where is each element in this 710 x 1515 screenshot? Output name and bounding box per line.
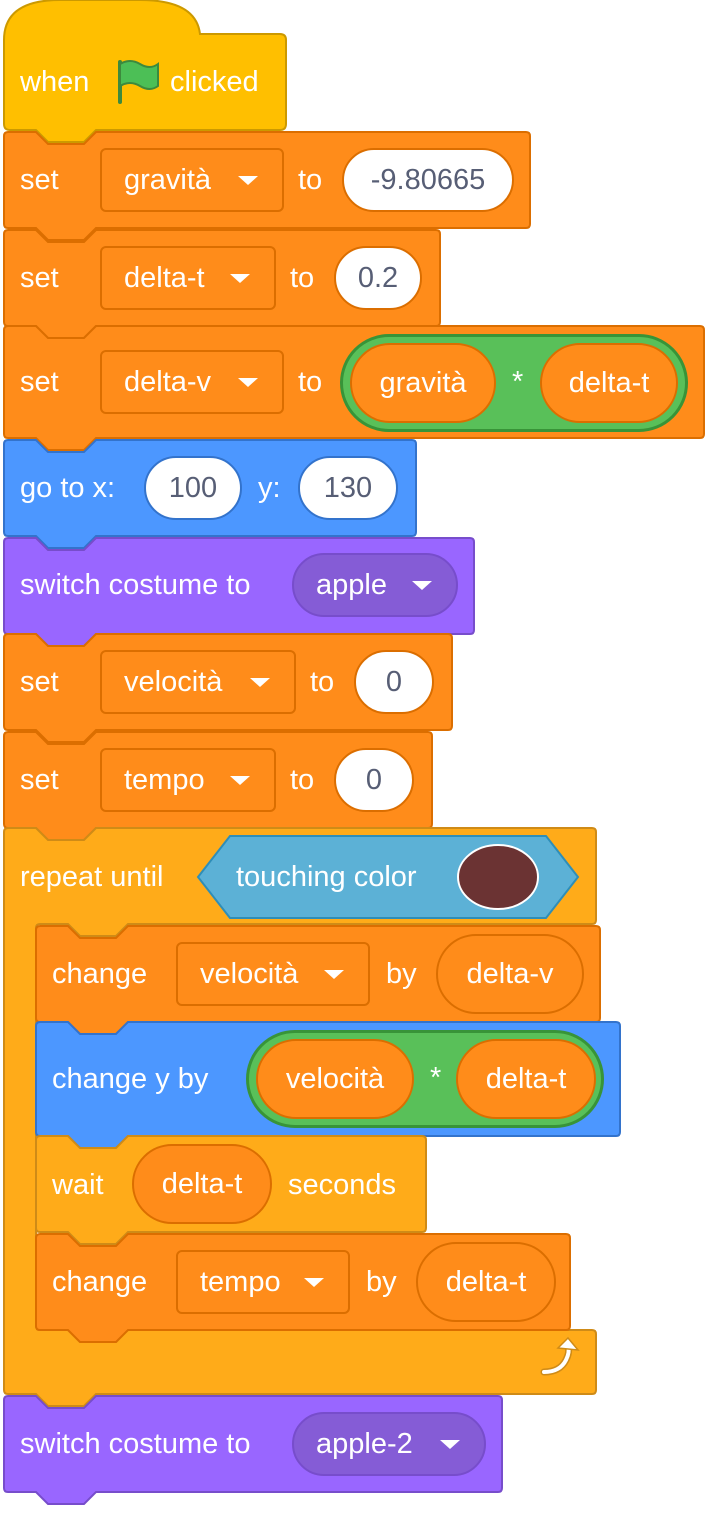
color-swatch[interactable] (457, 844, 539, 910)
reporter-velocita[interactable]: velocità (256, 1039, 414, 1119)
by-label: by (366, 1266, 397, 1298)
costume-name: apple-2 (316, 1427, 413, 1460)
change-label: change (52, 958, 148, 990)
goto-y-label: y: (258, 472, 281, 504)
chevron-down-icon (238, 377, 258, 387)
variable-dropdown-tempo[interactable]: tempo (176, 1250, 350, 1314)
to-label: to (310, 666, 335, 698)
chevron-down-icon (412, 580, 432, 590)
variable-name: tempo (124, 763, 205, 796)
chevron-down-icon (324, 969, 344, 979)
reporter-deltat[interactable]: delta-t (540, 343, 678, 423)
variable-dropdown-tempo[interactable]: tempo (100, 748, 276, 812)
variable-dropdown-deltav[interactable]: delta-v (100, 350, 284, 414)
change-label: change (52, 1266, 148, 1298)
costume-dropdown-apple-2[interactable]: apple-2 (292, 1412, 486, 1476)
variable-name: velocità (124, 665, 223, 698)
to-label: to (298, 164, 323, 196)
variable-name: delta-v (124, 365, 212, 398)
variable-dropdown-gravita[interactable]: gravità (100, 148, 284, 212)
reporter-gravita[interactable]: gravità (350, 343, 496, 423)
variable-name: tempo (200, 1265, 281, 1298)
variable-dropdown-velocita[interactable]: velocità (176, 942, 370, 1006)
by-label: by (386, 958, 417, 990)
reporter-deltat[interactable]: delta-t (416, 1242, 556, 1322)
set-label: set (20, 366, 59, 398)
y-input[interactable]: 130 (298, 456, 398, 520)
variable-dropdown-deltat[interactable]: delta-t (100, 246, 276, 310)
set-label: set (20, 764, 59, 796)
set-label: set (20, 262, 59, 294)
value-input-deltat[interactable]: 0.2 (334, 246, 422, 310)
chevron-down-icon (304, 1277, 324, 1287)
value-input-velocita[interactable]: 0 (354, 650, 434, 714)
change-y-label: change y by (52, 1063, 209, 1095)
switch-costume-label: switch costume to (20, 569, 251, 601)
green-flag-icon (118, 60, 159, 104)
variable-dropdown-velocita[interactable]: velocità (100, 650, 296, 714)
to-label: to (290, 764, 315, 796)
goto-x-label: go to x: (20, 472, 116, 504)
value-input-tempo[interactable]: 0 (334, 748, 414, 812)
touching-color-label: touching color (236, 861, 417, 893)
x-input[interactable]: 100 (144, 456, 242, 520)
seconds-label: seconds (288, 1169, 397, 1201)
variable-name: velocità (200, 957, 299, 990)
repeat-until-label: repeat until (20, 861, 164, 893)
chevron-down-icon (238, 175, 258, 185)
set-label: set (20, 164, 59, 196)
to-label: to (290, 262, 315, 294)
clicked-label: clicked (170, 66, 259, 98)
chevron-down-icon (230, 273, 250, 283)
wait-label: wait (52, 1169, 104, 1201)
to-label: to (298, 366, 323, 398)
when-label: when (20, 66, 90, 98)
value-input-gravita[interactable]: -9.80665 (342, 148, 514, 212)
set-label: set (20, 666, 59, 698)
reporter-deltat[interactable]: delta-t (132, 1144, 272, 1224)
costume-name: apple (316, 568, 387, 601)
chevron-down-icon (440, 1439, 460, 1449)
multiply-sign: * (512, 366, 524, 398)
chevron-down-icon (230, 775, 250, 785)
costume-dropdown-apple[interactable]: apple (292, 553, 458, 617)
reporter-deltav[interactable]: delta-v (436, 934, 584, 1014)
loop-arrow-icon (540, 1336, 580, 1376)
reporter-deltat[interactable]: delta-t (456, 1039, 596, 1119)
variable-name: gravità (124, 163, 212, 196)
multiply-sign: * (430, 1062, 442, 1094)
chevron-down-icon (250, 677, 270, 687)
variable-name: delta-t (124, 261, 205, 294)
switch-costume-label: switch costume to (20, 1428, 251, 1460)
